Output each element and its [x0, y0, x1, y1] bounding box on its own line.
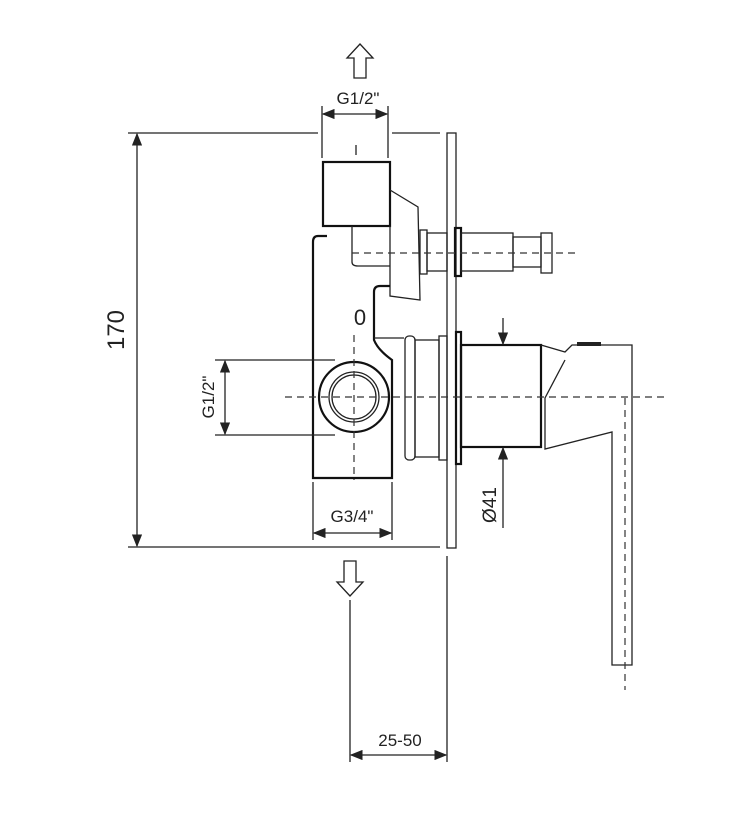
cartridge-collar [404, 330, 463, 466]
flow-down-arrow-icon [335, 560, 365, 597]
height-label: 170 [103, 310, 130, 350]
handle-diameter-label: Ø41 [480, 487, 501, 523]
top-inlet-label: G1/2" [337, 89, 380, 108]
valve-body [311, 234, 394, 480]
flow-up-arrow-icon [345, 43, 375, 79]
side-inlet-dimension: G1/2" [199, 359, 335, 436]
side-inlet-label: G1/2" [199, 376, 218, 419]
outlet-dimension: G3/4" [312, 482, 393, 540]
diverter-stem [419, 226, 553, 278]
top-connector [321, 160, 392, 228]
wall-plate [446, 132, 457, 549]
height-dimension: 170 [103, 132, 440, 548]
wall-depth-label: 25-50 [378, 731, 421, 750]
handle-diameter-dimension: Ø41 [480, 318, 509, 528]
wall-depth-dimension: 25-50 [349, 556, 448, 762]
top-inlet-dimension: G1/2" [321, 89, 389, 158]
position-mark: 0 [354, 305, 366, 330]
outlet-label: G3/4" [331, 507, 374, 526]
